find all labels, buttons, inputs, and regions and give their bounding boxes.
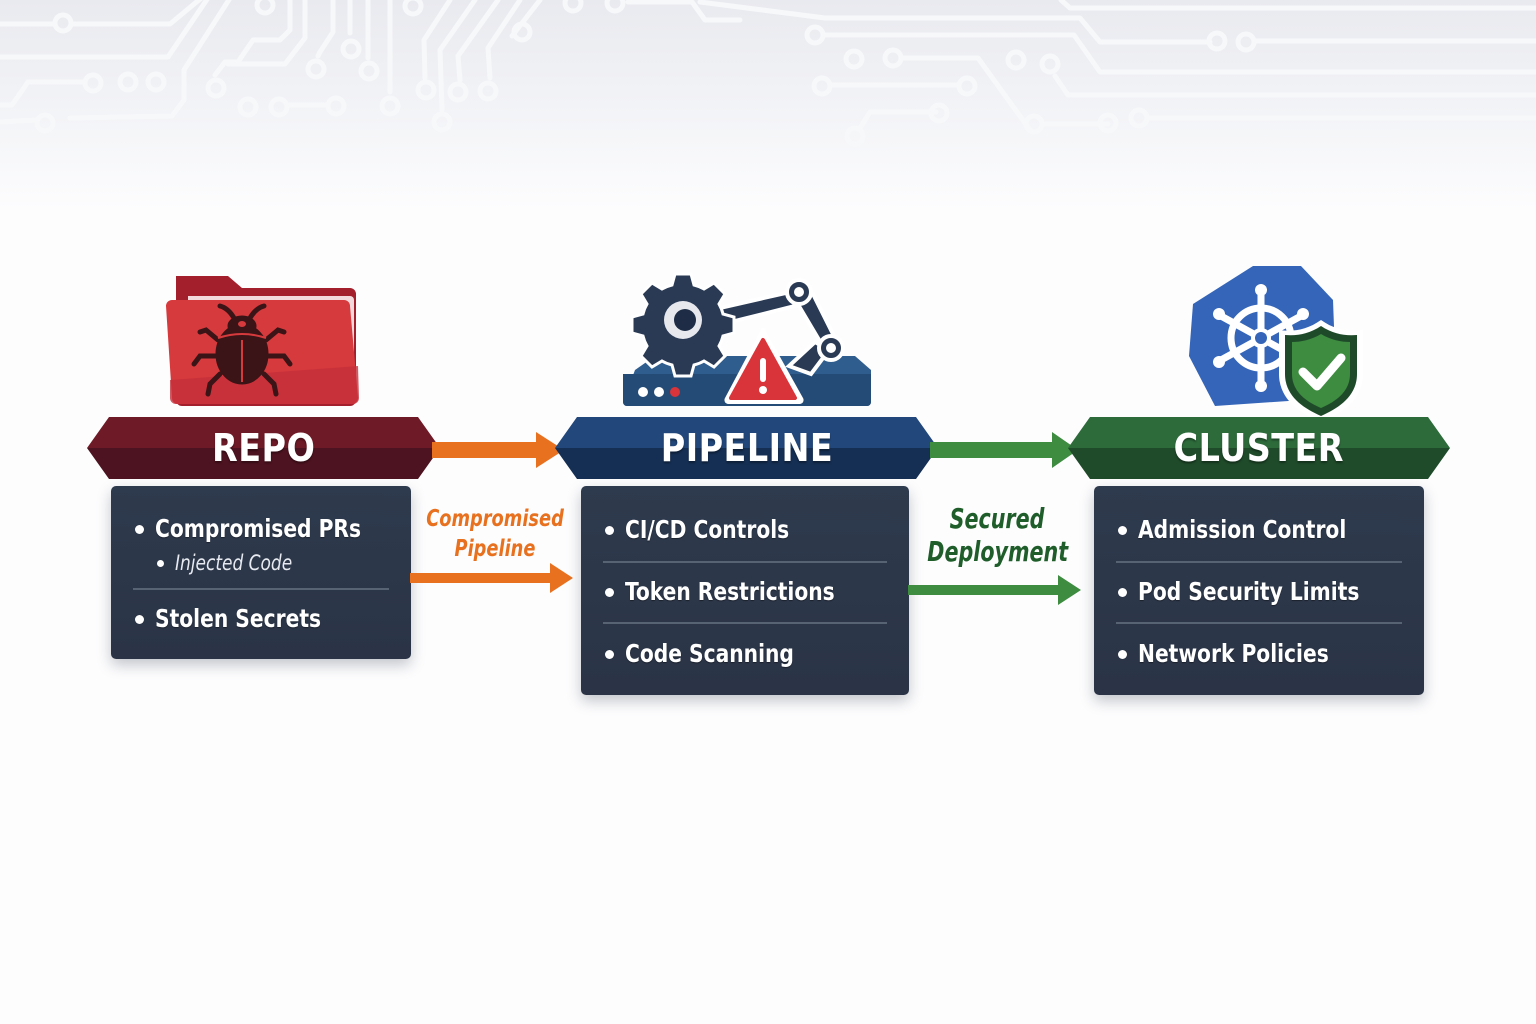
divider bbox=[1116, 622, 1402, 624]
stage-header-pipeline: PIPELINE bbox=[555, 417, 938, 479]
list-item: Admission Control bbox=[1116, 513, 1402, 547]
connector-label-secured-deployment: Secured Deployment bbox=[927, 502, 1069, 568]
divider bbox=[603, 561, 887, 563]
circuit-board-pattern bbox=[0, 0, 1536, 147]
stage-title: PIPELINE bbox=[660, 426, 833, 470]
arrow-pipeline-to-cluster-bottom bbox=[908, 575, 1081, 605]
list-item: CI/CD Controls bbox=[603, 513, 887, 547]
divider bbox=[1116, 561, 1402, 563]
list-item: Pod Security Limits bbox=[1116, 575, 1402, 609]
stage-title: REPO bbox=[211, 426, 316, 470]
divider bbox=[603, 622, 887, 624]
list-item: Stolen Secrets bbox=[133, 602, 389, 636]
ribbon-shade bbox=[1068, 448, 1450, 479]
stage-title: CLUSTER bbox=[1173, 426, 1345, 470]
divider bbox=[133, 588, 389, 590]
stage-card-pipeline: CI/CD Controls Token Restrictions Code S… bbox=[581, 486, 909, 695]
stage-header-cluster: CLUSTER bbox=[1068, 417, 1450, 479]
bug-folder-icon bbox=[166, 276, 359, 406]
list-item: Network Policies bbox=[1116, 637, 1402, 671]
list-item: Compromised PRs bbox=[133, 512, 389, 546]
list-item: Token Restrictions bbox=[603, 575, 887, 609]
connector-label-compromised-pipeline: Compromised Pipeline bbox=[426, 506, 564, 562]
stage-card-cluster: Admission Control Pod Security Limits Ne… bbox=[1094, 486, 1424, 695]
stage-card-repo: Compromised PRs Injected Code Stolen Sec… bbox=[111, 486, 411, 659]
ribbon-shade bbox=[87, 448, 440, 479]
list-item: Code Scanning bbox=[603, 637, 887, 671]
sub-list-item: Injected Code bbox=[133, 548, 389, 578]
gear-robot-arm-warning-icon bbox=[623, 272, 871, 406]
kubernetes-shield-check-icon bbox=[1189, 266, 1363, 422]
arrow-pipeline-to-cluster-top bbox=[930, 432, 1078, 468]
stage-header-repo: REPO bbox=[87, 417, 440, 479]
arrow-repo-to-pipeline-top bbox=[432, 432, 564, 468]
ribbon-shade bbox=[555, 448, 938, 479]
arrow-repo-to-pipeline-bottom bbox=[410, 563, 573, 593]
